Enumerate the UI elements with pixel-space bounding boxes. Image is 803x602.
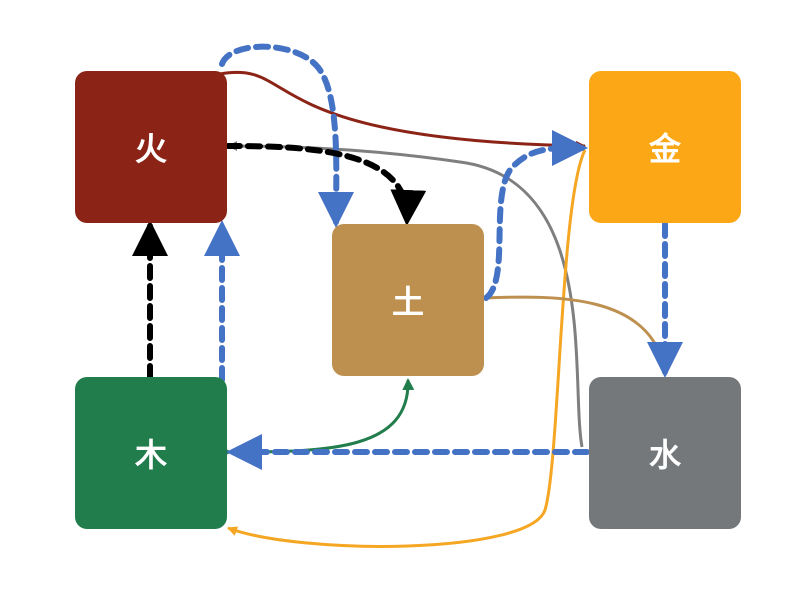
node-wood: 木 xyxy=(75,377,227,529)
edge-fire-to-metal xyxy=(219,70,586,151)
node-fire: 火 xyxy=(75,71,227,223)
edge-earth-to-metal-blue xyxy=(483,129,588,301)
edge-metal-to-wood xyxy=(227,149,587,548)
node-water: 水 xyxy=(589,377,741,529)
edge-wood-earth xyxy=(219,378,415,459)
edge-fire-to-earth-black xyxy=(225,143,427,226)
node-earth: 土 xyxy=(332,224,484,376)
edge-fire-to-earth-blue xyxy=(219,43,355,228)
node-metal: 金 xyxy=(589,71,741,223)
